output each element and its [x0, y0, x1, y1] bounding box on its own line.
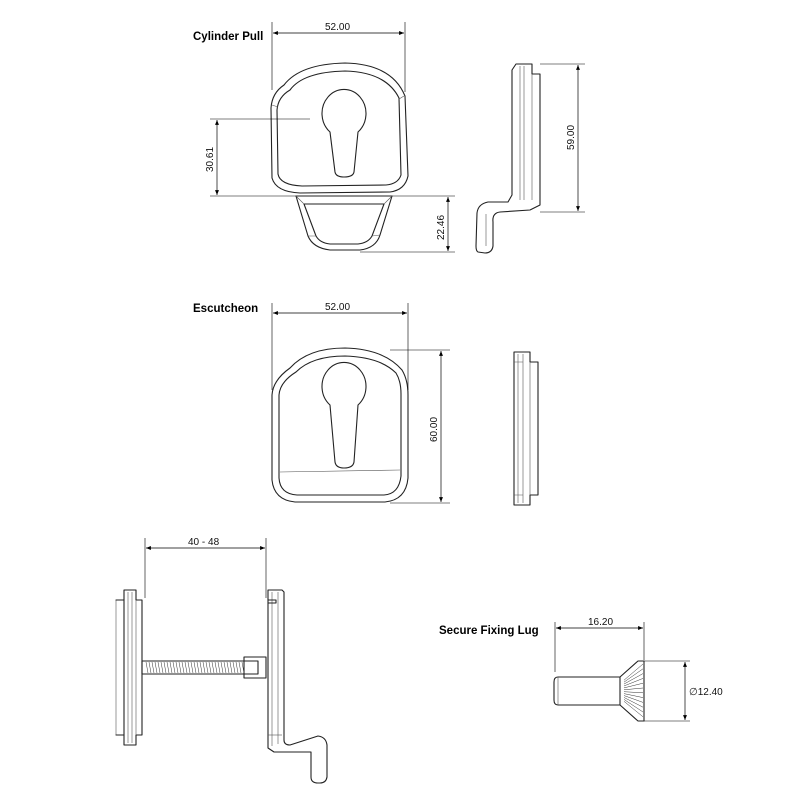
thread-line [181, 661, 185, 674]
thread-line [166, 661, 170, 674]
esc-width-label: 52.00 [325, 302, 350, 313]
cylinder-pull-side-view [475, 63, 541, 254]
cp-width-label: 52.00 [325, 22, 350, 33]
lug-view [553, 660, 645, 722]
lug-dimensions: 16.20 ∅12.40 [554, 617, 723, 722]
thread-line [217, 661, 221, 674]
thread-line [196, 661, 200, 674]
lug-rib [623, 668, 644, 683]
lug-rib [623, 697, 644, 708]
thread-line [157, 661, 161, 674]
thread-line [160, 661, 164, 674]
lug-rib [623, 693, 644, 698]
lug-rib [623, 699, 644, 713]
escutcheon-title: Escutcheon [193, 303, 258, 315]
escutcheon-dimensions: 52.00 60.00 [271, 302, 450, 504]
assembly-range-label: 40 - 48 [188, 537, 220, 548]
thread-line [178, 661, 182, 674]
thread-line [175, 661, 179, 674]
thread-line [193, 661, 197, 674]
lug-rib [623, 663, 644, 681]
lug-rib [623, 695, 644, 703]
svg-text:∅12.40: ∅12.40 [689, 687, 723, 698]
thread-line [211, 661, 215, 674]
cp-keyhole-height-label: 30.61 [205, 147, 216, 172]
thread-line [190, 661, 194, 674]
thread-line [199, 661, 203, 674]
thread-line [205, 661, 209, 674]
lug-length-label: 16.20 [588, 617, 613, 628]
thread-line [184, 661, 188, 674]
thread-line [238, 661, 242, 674]
lug-rib [623, 673, 644, 685]
thread-line [220, 661, 224, 674]
lug-rib [623, 682, 644, 689]
thread-line [163, 661, 167, 674]
esc-height-label: 60.00 [429, 417, 440, 442]
lug-rib [623, 678, 644, 687]
thread-line [226, 661, 230, 674]
thread-line [151, 661, 155, 674]
thread-line [223, 661, 227, 674]
thread-line [241, 661, 245, 674]
escutcheon-side-view [513, 351, 539, 506]
cylinder-pull-dimensions: 52.00 59.00 30.61 22.46 [205, 22, 585, 253]
diameter-symbol: ∅ [689, 687, 698, 698]
cylinder-pull-front-view [270, 62, 409, 251]
lug-title: Secure Fixing Lug [439, 625, 539, 637]
cp-height-label: 59.00 [566, 125, 577, 150]
assembly-view [115, 589, 328, 784]
thread-line [145, 661, 149, 674]
thread-line [169, 661, 173, 674]
thread-line [172, 661, 176, 674]
lug-diameter-label: 12.40 [698, 687, 723, 698]
thread-line [235, 661, 239, 674]
lug-rib [623, 687, 644, 691]
thread-line [154, 661, 158, 674]
thread-line [229, 661, 233, 674]
thread-line [148, 661, 152, 674]
cylinder-pull-title: Cylinder Pull [193, 31, 263, 43]
assembly-dimensions: 40 - 48 [144, 537, 267, 598]
thread-line [208, 661, 212, 674]
escutcheon-front-view [271, 347, 409, 503]
cp-pull-height-label: 22.46 [436, 215, 447, 240]
thread-line [214, 661, 218, 674]
lug-rib [623, 701, 644, 717]
thread-line [202, 661, 206, 674]
lug-rib [623, 691, 644, 694]
thread-line [187, 661, 191, 674]
thread-line [232, 661, 236, 674]
